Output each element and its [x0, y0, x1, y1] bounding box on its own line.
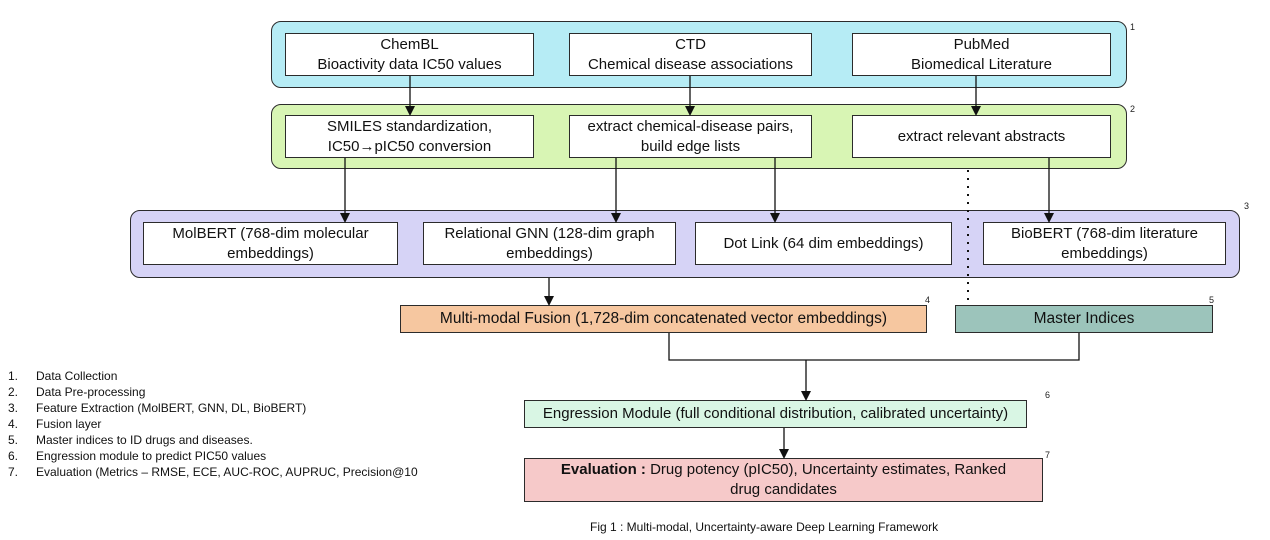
stage-3-number: 3: [1244, 201, 1250, 211]
legend-item: 7.Evaluation (Metrics – RMSE, ECE, AUC-R…: [8, 465, 418, 479]
legend-list: 1.Data Collection 2.Data Pre-processing …: [8, 368, 418, 480]
engression-module-box: Engression Module (full conditional dist…: [524, 400, 1027, 428]
master-number: 5: [1209, 295, 1215, 305]
legend-item: 4.Fusion layer: [8, 417, 102, 431]
relevant-abstracts-box: extract relevant abstracts: [852, 115, 1111, 158]
figure-caption: Fig 1 : Multi-modal, Uncertainty-aware D…: [590, 520, 939, 534]
fusion-number: 4: [925, 295, 931, 305]
evaluation-title: Evaluation :: [560, 461, 646, 478]
legend-item: 3.Feature Extraction (MolBERT, GNN, DL, …: [8, 401, 307, 415]
stage-2-number: 2: [1130, 104, 1136, 114]
legend-item: 6.Engression module to predict PIC50 val…: [8, 449, 267, 463]
legend-item: 2.Data Pre-processing: [8, 385, 146, 399]
fusion-box: Multi-modal Fusion (1,728-dim concatenat…: [400, 305, 927, 333]
evaluation-number: 7: [1045, 450, 1051, 460]
dot-link-box: Dot Link (64 dim embeddings): [695, 222, 952, 265]
engression-number: 6: [1045, 390, 1051, 400]
chemical-disease-pairs-box: extract chemical-disease pairs,build edg…: [569, 115, 812, 158]
merge-fusion-master: [668, 333, 1080, 361]
master-indices-box: Master Indices: [955, 305, 1213, 333]
legend-item: 1.Data Collection: [8, 369, 118, 383]
stage-1-number: 1: [1130, 22, 1136, 32]
smiles-standardization-box: SMILES standardization,IC50→pIC50 conver…: [285, 115, 534, 158]
legend-item: 5.Master indices to ID drugs and disease…: [8, 433, 253, 447]
